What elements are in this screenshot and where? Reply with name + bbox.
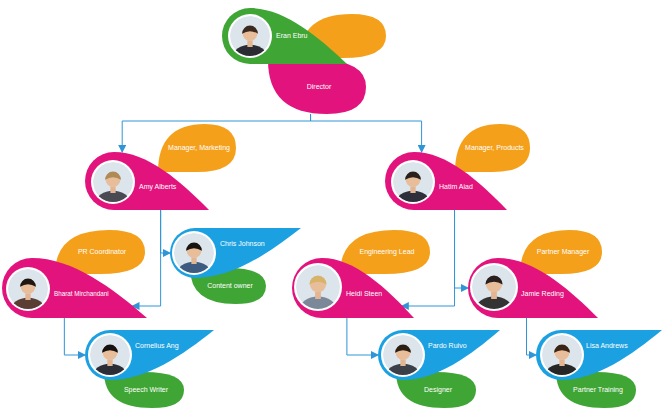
- connector: [311, 114, 422, 152]
- node-shape: [85, 330, 214, 408]
- connector: [64, 318, 85, 355]
- person-name: Eran Ebru: [276, 31, 308, 41]
- job-title: Engineering Lead: [360, 247, 415, 257]
- title-petal: [455, 124, 530, 172]
- job-title: Partner Manager: [537, 247, 590, 257]
- person-shape: [2, 258, 147, 318]
- org-node: Bharat Mirchandani PR Coordinator: [2, 230, 147, 318]
- connector: [455, 210, 468, 288]
- org-node: Hatim Aiad Manager, Products: [385, 124, 530, 210]
- job-title: Manager, Marketing: [168, 143, 230, 153]
- job-title: Manager, Products: [465, 143, 524, 153]
- org-node: Jamie Reding Partner Manager: [468, 230, 602, 318]
- person-name: Chris Johnson: [220, 239, 265, 249]
- org-node: Amy Alberts Manager, Marketing: [85, 124, 236, 210]
- person-name: Hatim Aiad: [439, 182, 473, 192]
- person-shape: [385, 152, 507, 210]
- person-photo: [294, 263, 342, 323]
- org-node: Eran EbruDirector: [222, 8, 386, 114]
- person-name: Lisa Andrews: [586, 341, 628, 351]
- node-shape: [536, 330, 662, 408]
- person-name: Bharat Mirchandani: [54, 289, 109, 299]
- connector: [527, 318, 537, 355]
- person-shape: [85, 152, 209, 210]
- node-shape: [378, 330, 500, 408]
- job-title: PR Coordinator: [78, 247, 126, 257]
- connector: [161, 210, 170, 253]
- job-title: Director: [307, 82, 332, 92]
- person-photo: [540, 333, 584, 388]
- person-name: Cornelius Ang: [135, 341, 179, 351]
- person-photo: [228, 14, 272, 69]
- person-photo: [470, 263, 518, 323]
- job-title: Content owner: [207, 281, 253, 291]
- person-name: Jamie Reding: [521, 289, 564, 299]
- person-photo: [6, 267, 50, 322]
- job-title: Speech Writer: [124, 385, 168, 395]
- person-shape: [468, 258, 598, 318]
- person-shape: [222, 8, 347, 64]
- person-photo: [391, 160, 435, 215]
- connector: [347, 318, 378, 355]
- node-shape: [292, 230, 430, 318]
- node-shape: [468, 230, 602, 318]
- person-name: Amy Alberts: [139, 182, 176, 192]
- person-name: Heidi Steen: [346, 289, 382, 299]
- job-title: Partner Training: [573, 385, 623, 395]
- node-shape: [222, 8, 386, 114]
- org-node: Pardo RuivoDesigner: [378, 330, 500, 408]
- node-shape: [385, 124, 530, 210]
- node-shape: [2, 230, 147, 318]
- person-photo: [91, 160, 135, 215]
- node-shape: [85, 124, 236, 210]
- person-photo: [381, 333, 425, 388]
- org-node: Chris JohnsonContent owner: [170, 228, 301, 304]
- job-title: Designer: [424, 385, 452, 395]
- org-node: Lisa AndrewsPartner Training: [536, 330, 662, 408]
- title-petal: [268, 60, 366, 114]
- node-shape: [170, 228, 301, 304]
- title-petal: [158, 124, 236, 172]
- person-shape: [292, 258, 414, 318]
- person-photo: [172, 231, 216, 286]
- person-photo: [88, 333, 132, 388]
- org-node: Heidi Steen Engineering Lead: [292, 230, 430, 318]
- person-name: Pardo Ruivo: [428, 341, 467, 351]
- org-node: Cornelius AngSpeech Writer: [85, 330, 214, 408]
